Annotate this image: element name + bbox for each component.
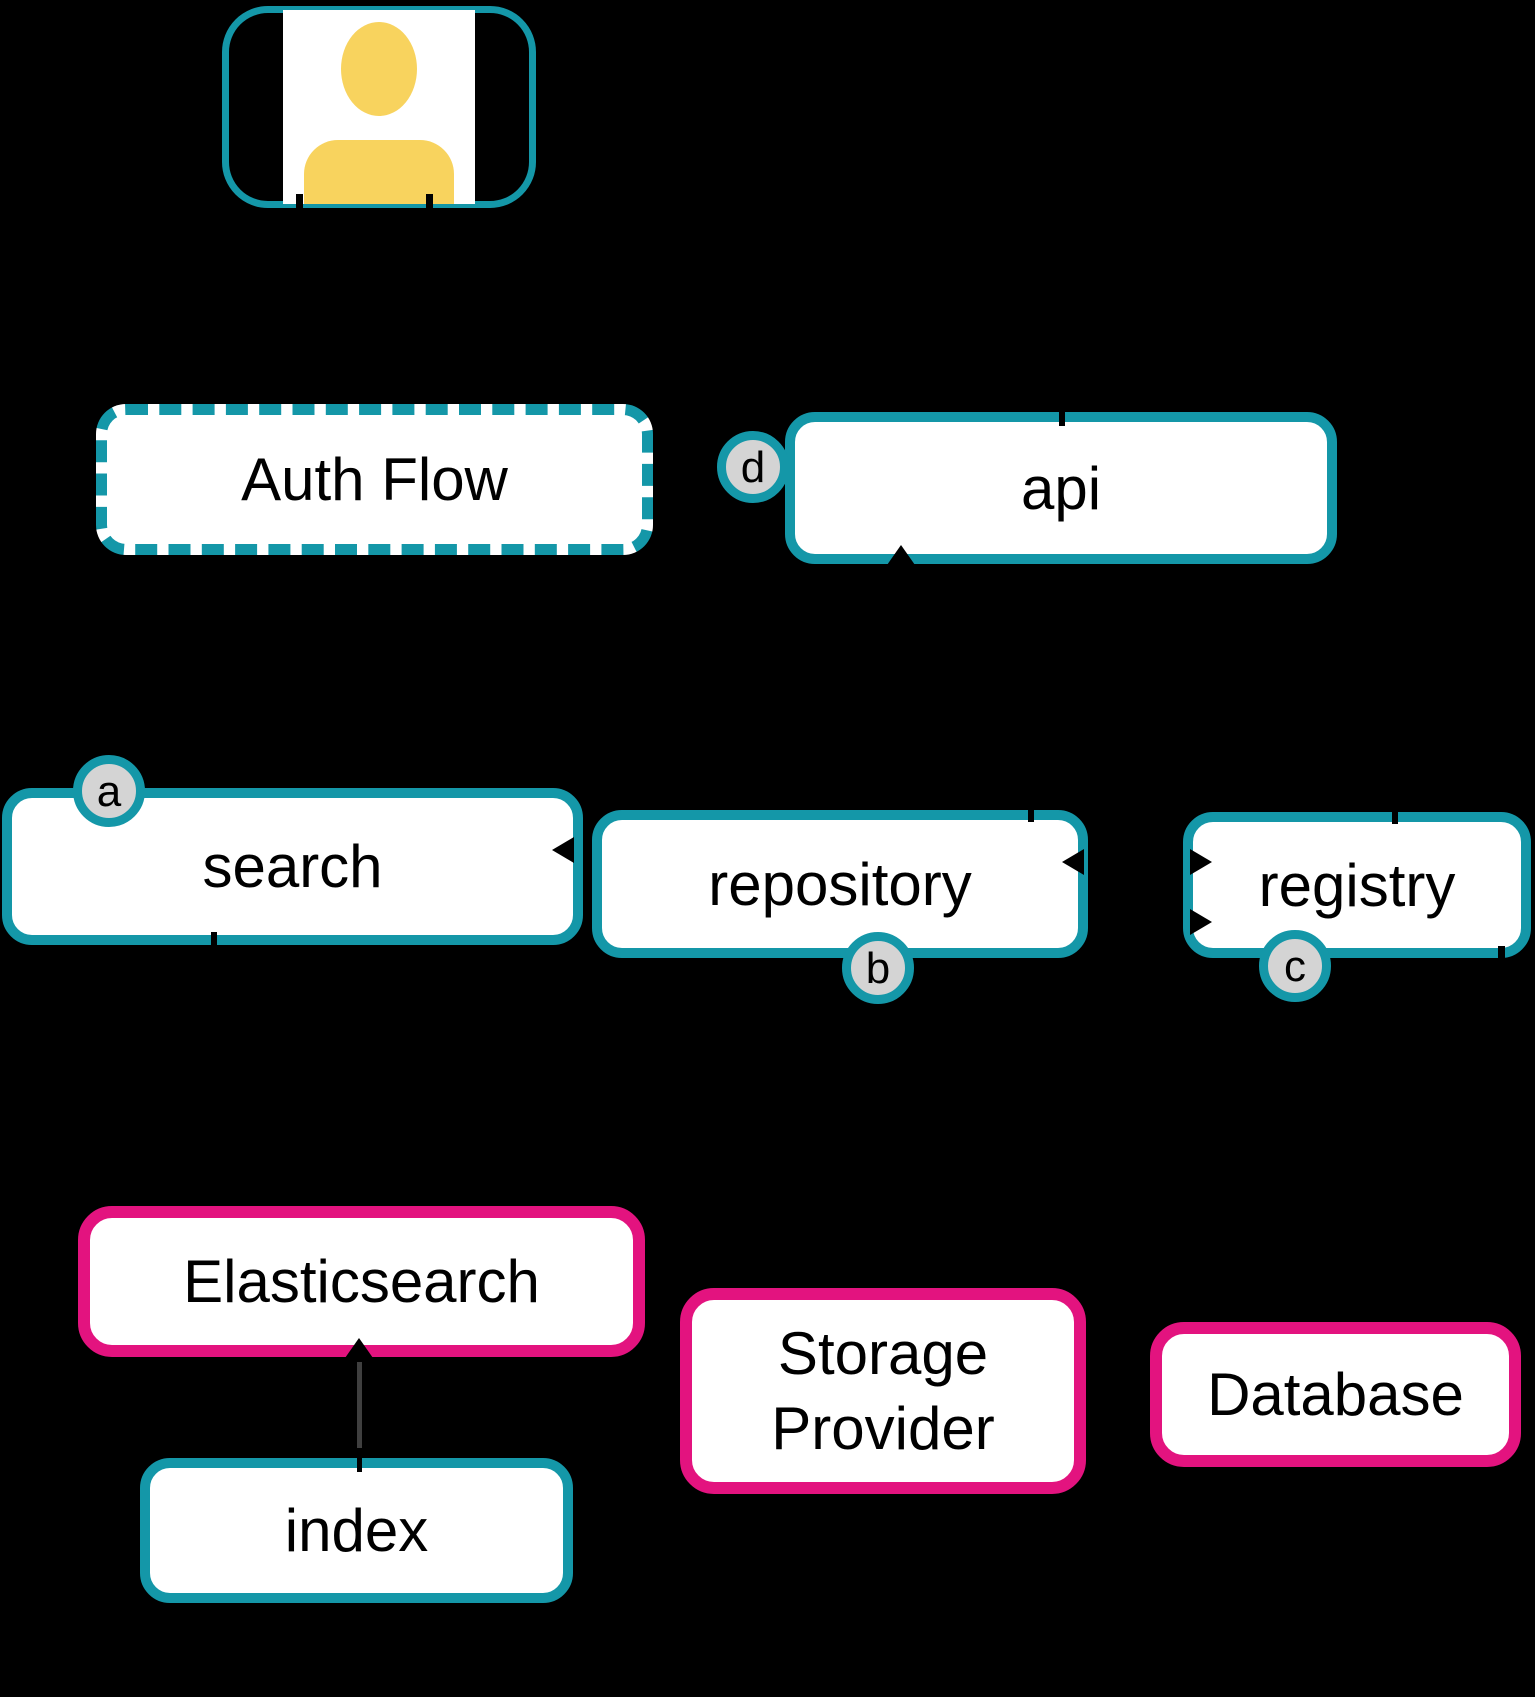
user-avatar-body-icon [304,140,454,204]
badge-b-label: b [865,943,891,993]
arrowhead-right-registry-lower-icon [1190,909,1212,935]
node-auth-flow: Auth Flow [96,404,653,555]
node-storage-provider: Storage Provider [680,1288,1086,1494]
user-actor [222,6,536,208]
connector-line-index-elasticsearch [357,1362,362,1458]
connector-tick-index-top [357,1448,362,1472]
badge-c-label: c [1284,941,1306,991]
connector-tick-api-top [1059,400,1065,426]
user-avatar-head-icon [341,22,417,116]
arrowhead-up-elasticsearch-bottom-icon [345,1338,373,1358]
node-storage-provider-label: Storage Provider [771,1320,995,1462]
node-search: search a [2,755,583,945]
arrowhead-right-registry-upper-icon [1190,849,1212,875]
connector-tick-search-bottom [211,932,217,958]
node-elasticsearch: Elasticsearch [78,1206,645,1357]
node-index: index [140,1458,573,1603]
badge-c: c [1259,930,1331,1002]
node-elasticsearch-label: Elasticsearch [183,1248,540,1315]
connector-tick-repository-top [1028,800,1034,822]
user-avatar [283,10,475,204]
node-search-label: search [202,833,383,900]
badge-d-label: d [740,442,766,492]
arrowhead-up-api-bottom-icon [887,545,915,565]
badge-a-label: a [96,766,122,816]
badge-a: a [73,755,145,827]
node-repository-label: repository [708,850,972,918]
node-database-label: Database [1207,1361,1464,1428]
connector-tick-user-left [296,194,303,220]
node-database: Database [1150,1322,1521,1467]
connector-tick-registry-bottom [1498,946,1505,968]
badge-b: b [842,932,914,1004]
node-api-label: api [1020,454,1102,522]
arrowhead-left-repository-right-icon [1062,849,1084,875]
node-index-label: index [284,1497,429,1564]
connector-tick-registry-top [1392,798,1398,824]
node-repository: repository b [592,810,1088,1004]
arrowhead-left-search-right-icon [552,837,574,863]
connector-tick-user-right [426,194,433,220]
node-auth-flow-label: Auth Flow [241,446,508,513]
badge-d: d [717,431,789,503]
node-registry-label: registry [1258,851,1456,919]
node-api: api d [717,412,1337,564]
node-registry: registry c [1183,812,1531,1002]
